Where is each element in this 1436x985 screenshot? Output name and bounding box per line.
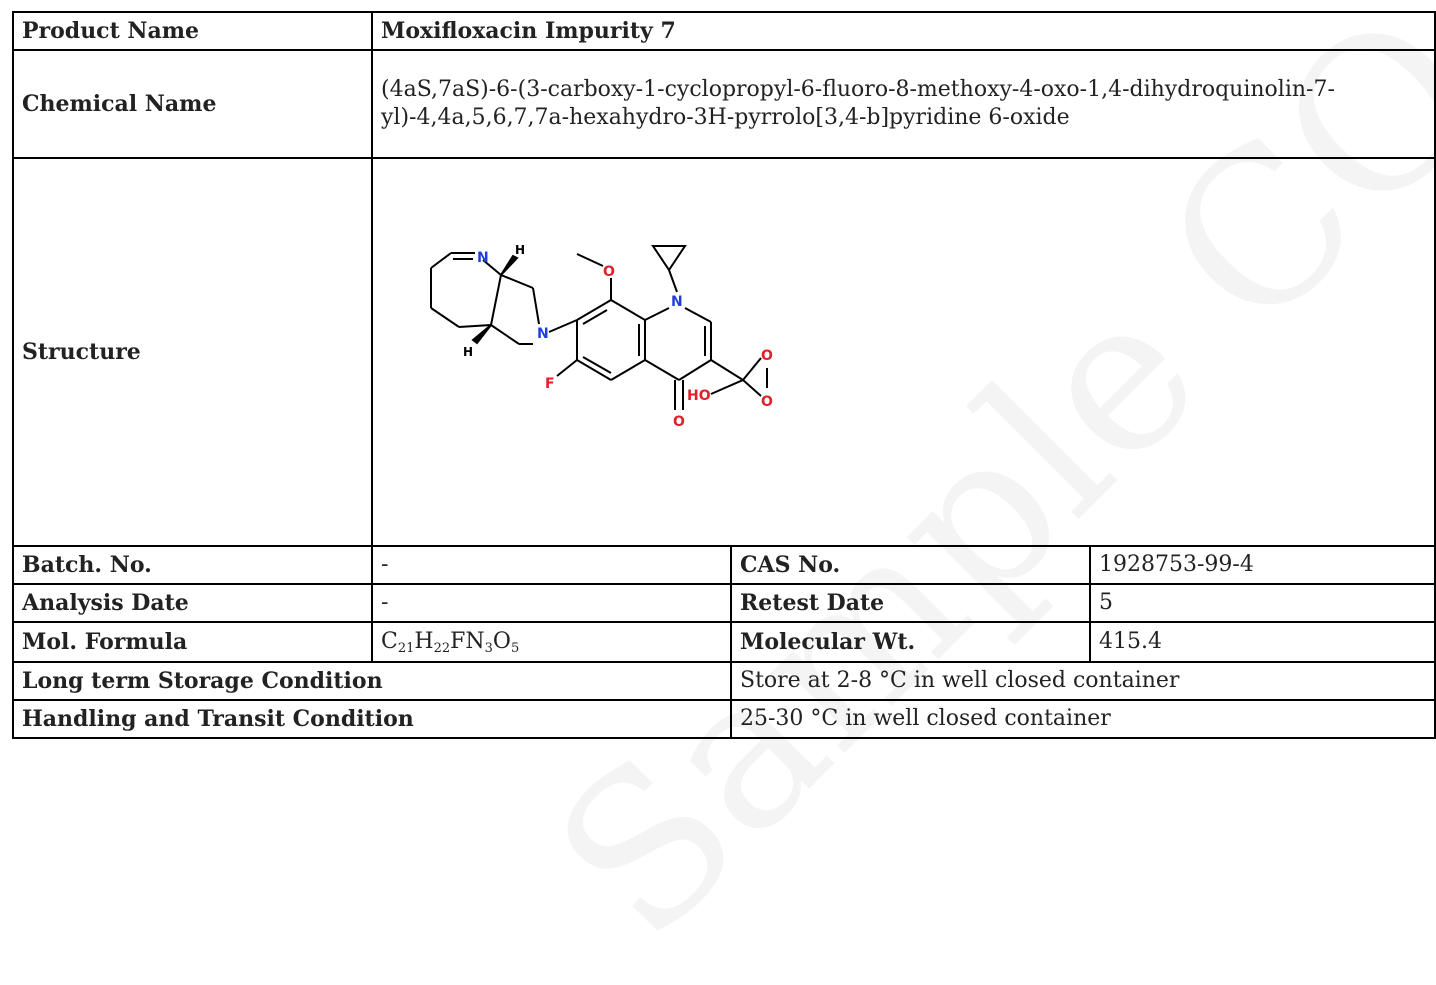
row-chemical-name: Chemical Name (4aS,7aS)-6-(3-carboxy-1-c… — [12, 49, 1436, 159]
bond — [610, 359, 646, 381]
row-storage: Long term Storage Condition Store at 2-8… — [12, 661, 1436, 701]
atom-oxygen: O — [761, 394, 773, 410]
formula-count: 22 — [433, 641, 451, 656]
bond — [490, 274, 502, 326]
analysis-date-value: - — [371, 583, 732, 623]
wedge-bond — [500, 254, 519, 276]
storage-value: Store at 2-8 °C in well closed container — [729, 661, 1436, 701]
bond — [710, 379, 744, 395]
bond — [482, 259, 502, 276]
bond — [556, 359, 578, 377]
atom-nitrogen: N — [477, 250, 489, 266]
formula-element: H — [414, 629, 434, 654]
product-name-value: Moxifloxacin Impurity 7 — [370, 11, 1436, 51]
atom-hydrogen: H — [515, 243, 525, 257]
mol-formula-value: C21H22FN3O5 — [371, 621, 732, 663]
chemical-name-value: (4aS,7aS)-6-(3-carboxy-1-cyclopropyl-6-f… — [370, 49, 1436, 159]
atom-nitrogen: N — [671, 294, 683, 310]
bond — [710, 359, 744, 381]
molecule-structure-image: N H H N O N F O O O HO — [430, 243, 773, 430]
batch-no-value: - — [371, 545, 732, 585]
bond — [742, 379, 762, 397]
row-batch-cas: Batch. No. - CAS No. 1928753-99-4 — [12, 545, 1436, 585]
bond — [582, 309, 608, 325]
bond — [644, 359, 680, 381]
atom-oxygen: O — [761, 348, 773, 364]
cas-no-value: 1928753-99-4 — [1088, 545, 1436, 585]
bond — [742, 357, 762, 381]
bond — [430, 307, 460, 328]
cyclopropyl-ring — [651, 245, 687, 272]
atom-hydrogen: H — [463, 345, 473, 359]
bond — [576, 359, 612, 381]
bond — [532, 287, 540, 325]
formula-count: 5 — [510, 641, 520, 656]
handling-value: 25-30 °C in well closed container — [729, 699, 1436, 739]
bond — [610, 299, 646, 321]
bond — [678, 359, 712, 381]
bond — [548, 319, 578, 333]
handling-label: Handling and Transit Condition — [12, 699, 732, 739]
formula-element: C — [381, 629, 398, 654]
product-name-label: Product Name — [12, 11, 373, 51]
structure-label: Structure — [12, 157, 373, 547]
chemical-name-label: Chemical Name — [12, 49, 373, 159]
storage-label: Long term Storage Condition — [12, 661, 732, 701]
atom-hydroxyl: HO — [687, 388, 711, 404]
retest-date-label: Retest Date — [730, 583, 1091, 623]
molecular-wt-label: Molecular Wt. — [730, 621, 1091, 663]
row-handling: Handling and Transit Condition 25-30 °C … — [12, 699, 1436, 739]
structure-cell: N H H N O N F O O O HO — [370, 157, 1436, 547]
row-product-name: Product Name Moxifloxacin Impurity 7 — [12, 11, 1436, 51]
row-structure: Structure — [12, 157, 1436, 547]
product-spec-table: Product Name Moxifloxacin Impurity 7 Che… — [12, 11, 1436, 739]
atom-oxygen: O — [673, 414, 685, 430]
bond — [500, 274, 534, 289]
atom-oxygen: O — [603, 264, 615, 280]
molecular-wt-value: 415.4 — [1088, 621, 1436, 663]
formula-count: 3 — [484, 641, 493, 656]
bond — [490, 324, 520, 345]
bond — [458, 324, 492, 328]
row-formula-weight: Mol. Formula C21H22FN3O5 Molecular Wt. 4… — [12, 621, 1436, 663]
retest-date-value: 5 — [1088, 583, 1436, 623]
atom-fluorine: F — [545, 376, 555, 392]
mol-formula-label: Mol. Formula — [12, 621, 373, 663]
formula-element: FN — [450, 629, 485, 654]
bond — [582, 356, 612, 374]
bond — [684, 307, 712, 323]
bond — [576, 299, 612, 321]
formula-element: O — [492, 629, 511, 654]
bond — [430, 252, 452, 269]
formula-count: 21 — [397, 641, 415, 656]
batch-no-label: Batch. No. — [12, 545, 373, 585]
atom-nitrogen: N — [537, 326, 549, 342]
row-dates: Analysis Date - Retest Date 5 — [12, 583, 1436, 623]
bond — [576, 253, 604, 267]
wedge-bond — [471, 324, 492, 345]
bond — [668, 269, 678, 293]
bond — [644, 307, 670, 321]
cas-no-label: CAS No. — [730, 545, 1091, 585]
analysis-date-label: Analysis Date — [12, 583, 373, 623]
